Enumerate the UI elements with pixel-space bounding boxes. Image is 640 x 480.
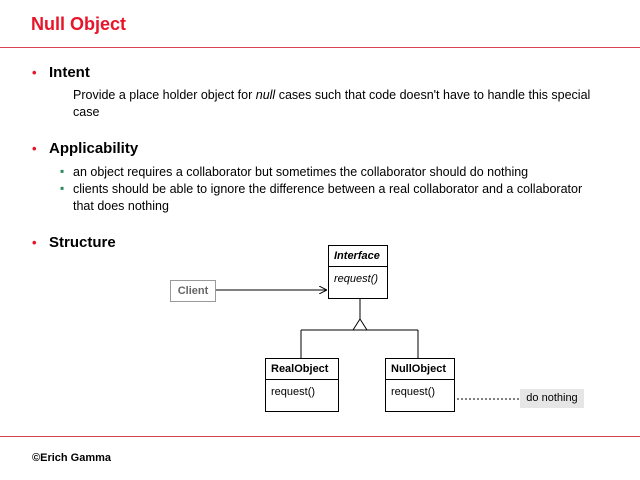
copyright-footer: ©Erich Gamma	[32, 452, 112, 464]
bullet-icon: •	[32, 141, 37, 156]
interface-class-box: Interface request()	[328, 245, 388, 299]
real-object-class-box: RealObject request()	[265, 358, 339, 412]
footer-rule	[0, 436, 640, 437]
class-divider	[386, 379, 454, 380]
sub-bullet-icon: ▪	[60, 164, 65, 178]
applicability-item-1: an object requires a collaborator but so…	[73, 165, 529, 179]
bullet-icon: •	[32, 65, 37, 80]
client-box: Client	[170, 280, 216, 302]
real-object-class-name: RealObject	[271, 363, 329, 375]
intent-text-line2: case	[73, 105, 100, 119]
bullet-icon: •	[32, 235, 37, 250]
applicability-item-2-cont: that does nothing	[73, 199, 169, 213]
intent-heading: Intent	[49, 64, 90, 81]
real-object-operation: request()	[271, 386, 316, 398]
null-object-class-box: NullObject request()	[385, 358, 455, 412]
inheritance-triangle	[352, 318, 368, 331]
structure-heading: Structure	[49, 234, 116, 251]
interface-operation: request()	[334, 273, 379, 285]
intent-text-line1: Provide a place holder object for null c…	[73, 88, 591, 102]
class-divider	[266, 379, 338, 380]
do-nothing-note: do nothing	[520, 389, 584, 408]
class-divider	[329, 266, 387, 267]
slide-title: Null Object	[31, 14, 127, 34]
sub-bullet-icon: ▪	[60, 181, 65, 195]
null-object-operation: request()	[391, 386, 436, 398]
header-rule	[0, 47, 640, 48]
applicability-item-2: clients should be able to ignore the dif…	[73, 182, 583, 196]
interface-class-name: Interface	[334, 250, 380, 262]
applicability-heading: Applicability	[49, 140, 139, 157]
null-object-class-name: NullObject	[391, 363, 447, 375]
